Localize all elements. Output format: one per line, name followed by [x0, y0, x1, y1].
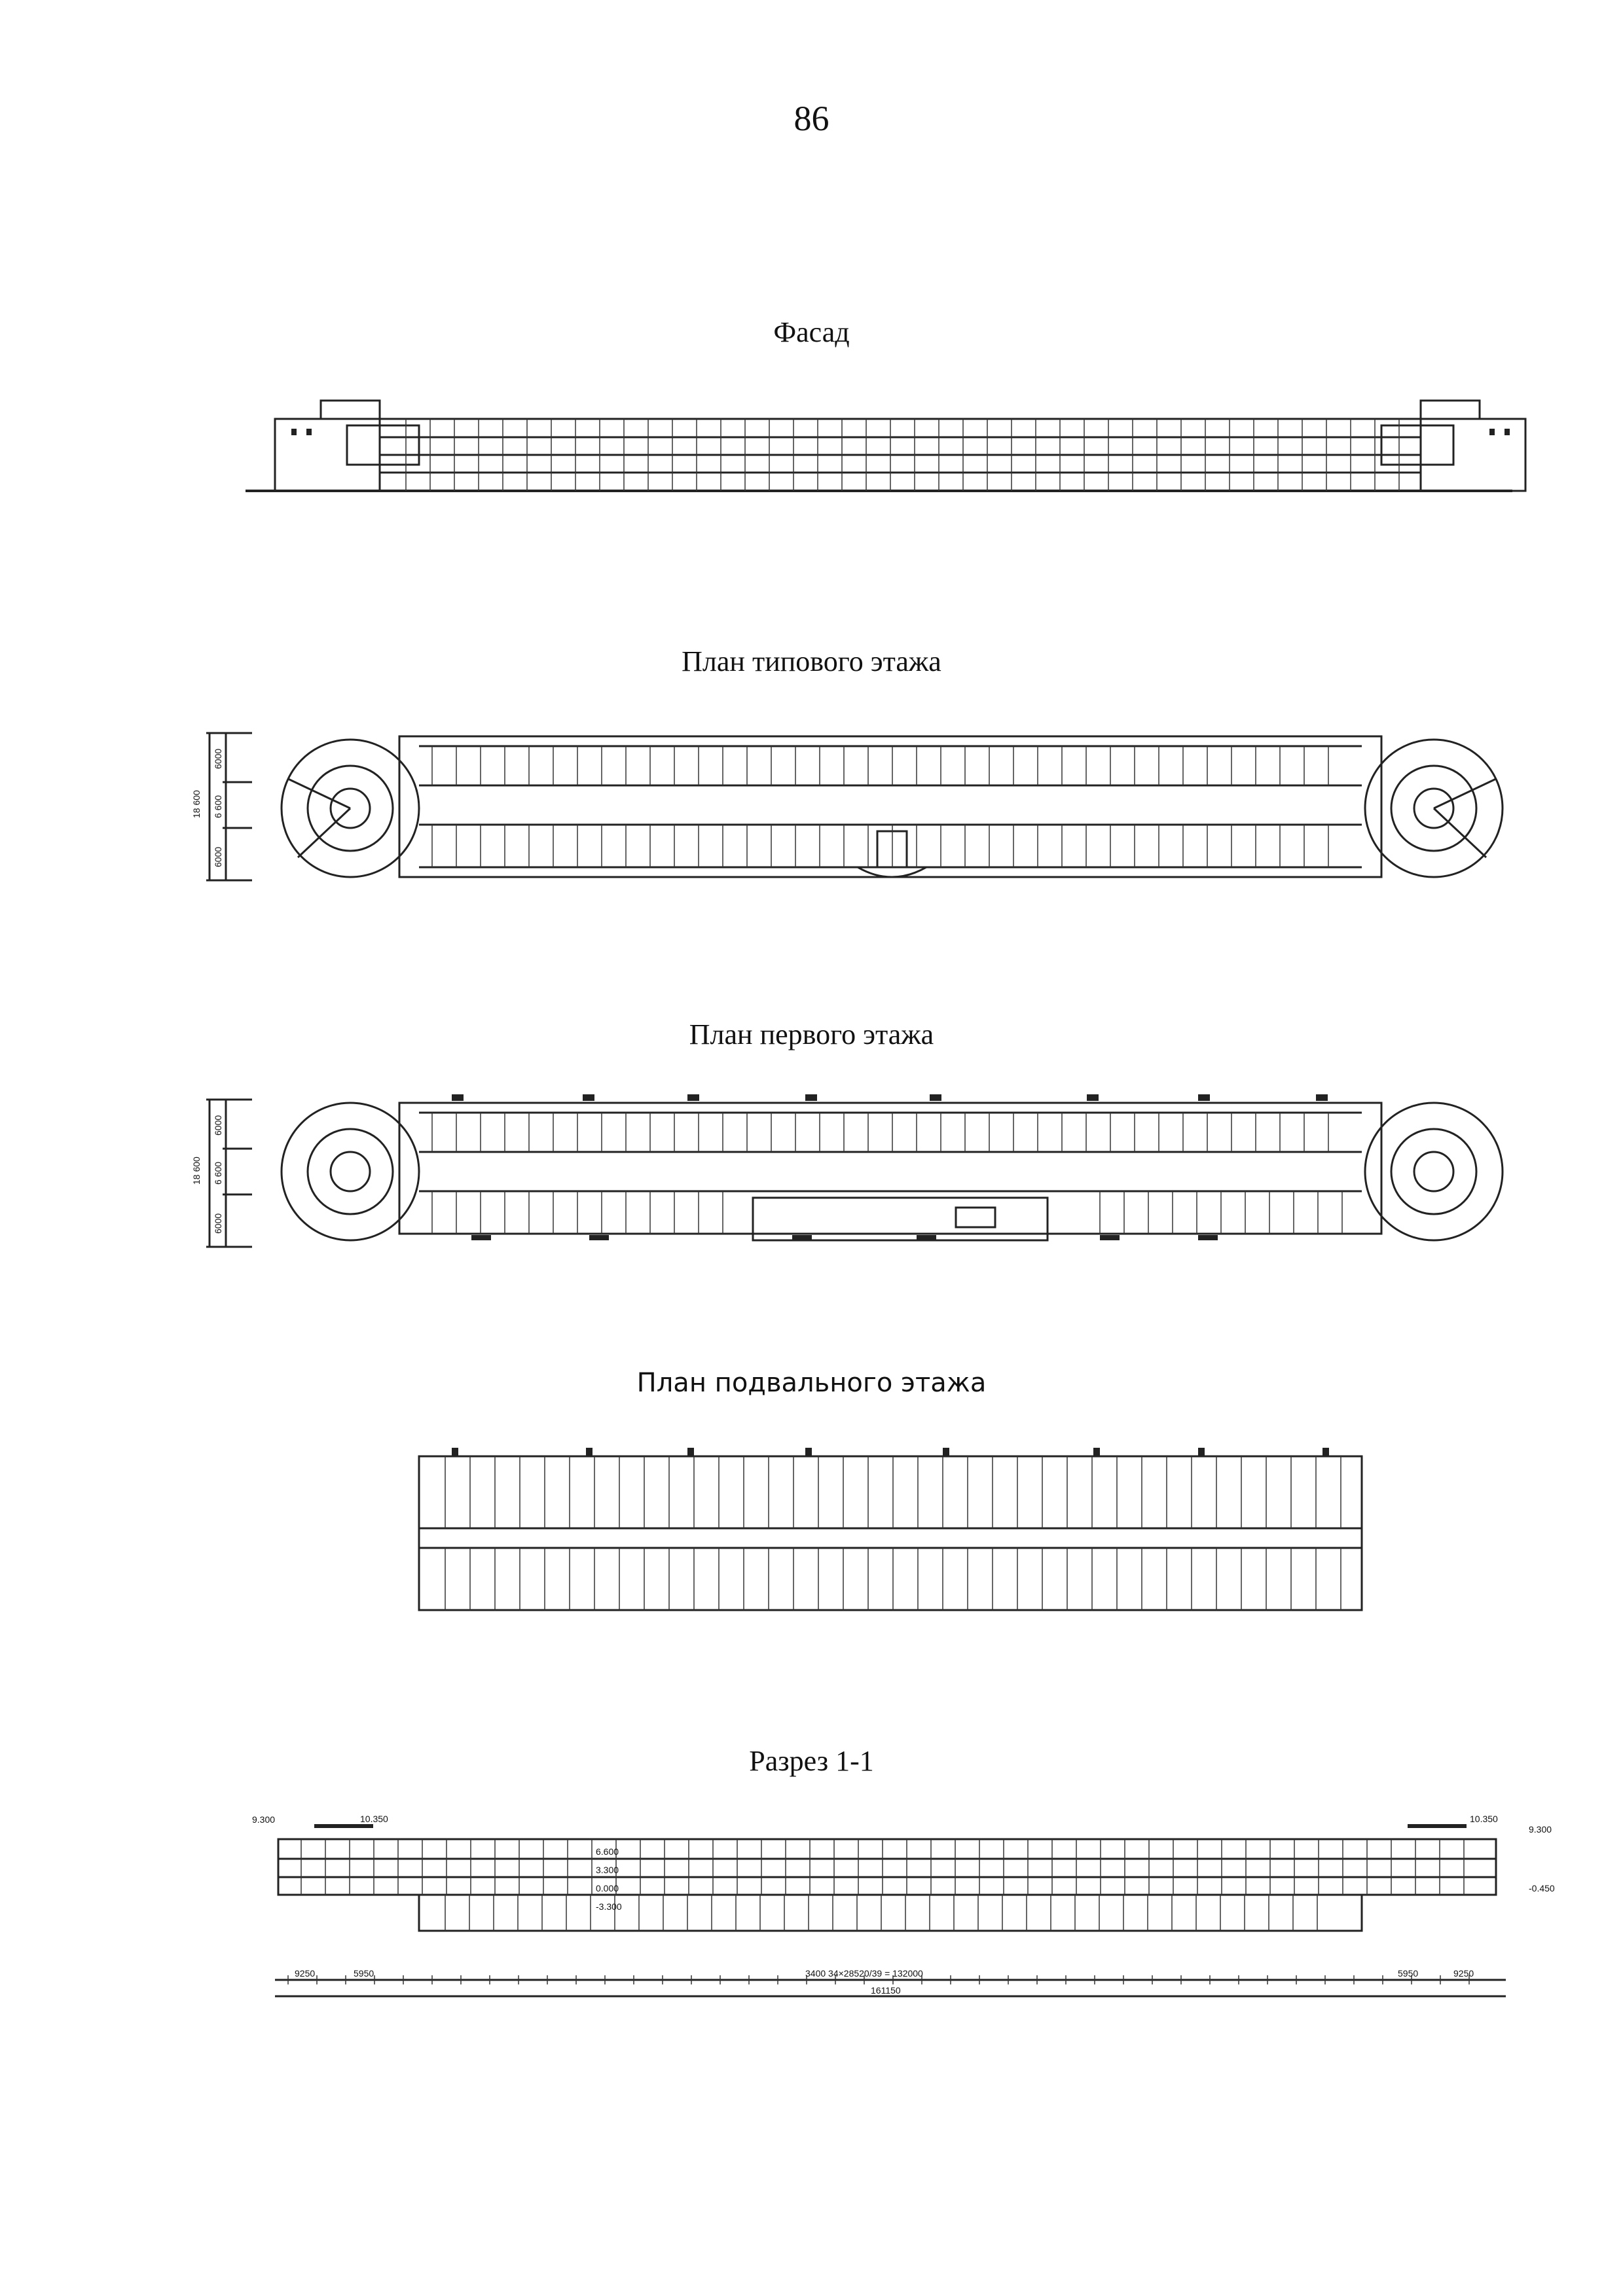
pier — [687, 1448, 694, 1457]
pier — [586, 1448, 593, 1457]
entrance-canopy — [1087, 1094, 1099, 1101]
dim-top: 6000 — [213, 749, 223, 769]
level-basement: -3.300 — [596, 1901, 622, 1912]
pier — [1198, 1448, 1205, 1457]
dim-left-outer: 9250 — [295, 1968, 315, 1979]
entrance-canopy — [1198, 1094, 1210, 1101]
entrance-canopy — [471, 1235, 491, 1240]
level-right-parapet: 10.350 — [1470, 1814, 1498, 1824]
dim-top: 6000 — [213, 1115, 223, 1136]
dim-right-inner: 5950 — [1398, 1968, 1418, 1979]
pier — [1093, 1448, 1100, 1457]
dim-middle: 3400 34×28520/39 = 132000 — [805, 1968, 923, 1979]
level-floor-1: 0.000 — [596, 1883, 619, 1893]
basement-title: План подвального этажа — [636, 1368, 987, 1398]
basement-plan — [418, 1448, 1363, 1611]
entrance-canopy — [583, 1094, 594, 1101]
section-1-1-drawing: 9.300 10.350 10.350 9.300 -0.450 6.600 3… — [252, 1814, 1555, 1998]
pier — [452, 1448, 458, 1457]
entrance-canopy — [1198, 1235, 1218, 1240]
entrance-canopy — [917, 1235, 936, 1240]
page-number: 86 — [793, 99, 830, 138]
dim-total: 18 600 — [191, 1157, 202, 1185]
entrance-canopy — [1100, 1235, 1120, 1240]
level-right-top: 9.300 — [1529, 1824, 1552, 1835]
dim-total: 161150 — [871, 1985, 901, 1996]
entrance-canopy — [792, 1235, 812, 1240]
entrance-canopy — [452, 1094, 464, 1101]
facade-drawing — [246, 399, 1527, 492]
entrance-canopy — [589, 1235, 609, 1240]
typical-floor-plan: 18 600 6000 6 600 6000 — [191, 732, 1504, 882]
level-left-parapet: 10.350 — [360, 1814, 388, 1824]
dim-left-inner: 5950 — [354, 1968, 374, 1979]
section-title: Разрез 1-1 — [749, 1745, 874, 1777]
dim-mid: 6 600 — [213, 1162, 223, 1185]
dim-bottom: 6000 — [213, 1213, 223, 1234]
dim-total: 18 600 — [191, 790, 202, 818]
entrance-canopy — [805, 1094, 817, 1101]
entrance-canopy — [687, 1094, 699, 1101]
typical-floor-title: План типового этажа — [682, 645, 941, 677]
dim-right-outer: 9250 — [1453, 1968, 1474, 1979]
dim-mid: 6 600 — [213, 795, 223, 818]
pier — [943, 1448, 949, 1457]
first-floor-title: План первого этажа — [689, 1018, 934, 1050]
entrance-canopy — [1316, 1094, 1328, 1101]
entrance-canopy — [930, 1094, 941, 1101]
pier — [805, 1448, 812, 1457]
facade-title: Фасад — [773, 316, 850, 348]
dim-bottom: 6000 — [213, 847, 223, 867]
first-floor-plan: 18 600 6000 6 600 6000 — [191, 1094, 1504, 1248]
pier — [1322, 1448, 1329, 1457]
level-left-top: 9.300 — [252, 1814, 275, 1825]
level-floor-3: 6.600 — [596, 1846, 619, 1857]
level-right-ground: -0.450 — [1529, 1883, 1555, 1893]
level-floor-2: 3.300 — [596, 1865, 619, 1875]
